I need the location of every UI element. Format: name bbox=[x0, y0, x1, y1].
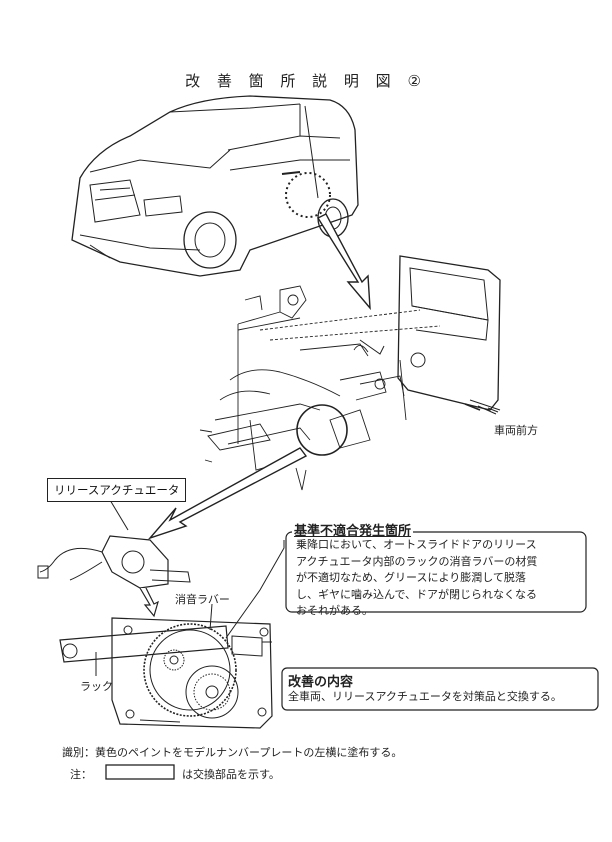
focus-circle bbox=[285, 172, 331, 218]
cause-line: し、ギヤに噛み込んで、ドアが閉じられなくなる bbox=[296, 587, 538, 601]
cause-heading: 基準不適合発生箇所 bbox=[292, 520, 414, 539]
page-title: 改 善 箇 所 説 明 図 ② bbox=[185, 72, 427, 90]
rack-label: ラック bbox=[80, 680, 113, 693]
replacement-part-legend-box bbox=[105, 764, 175, 780]
improvement-description: 全車両、リリースアクチュエータを対策品と交換する。 bbox=[288, 690, 562, 703]
arrow-van-door bbox=[316, 213, 371, 311]
sliding-door-illustration bbox=[359, 255, 501, 415]
cause-box-outline bbox=[285, 531, 587, 613]
cause-line: おそれがある。 bbox=[296, 604, 373, 617]
note-prefix: 注： bbox=[70, 768, 92, 781]
improvement-box-outline bbox=[281, 667, 599, 711]
cause-line: が不適切なため、グリースにより膨潤して脱落 bbox=[296, 571, 526, 584]
cause-line: 乗降口において、オートスライドドアのリリース bbox=[296, 538, 537, 551]
improvement-heading: 改善の内容 bbox=[288, 675, 354, 690]
vehicle-front-label: 車両前方 bbox=[494, 424, 538, 437]
silencer-rubber-label: 消音ラバー bbox=[175, 593, 230, 606]
actuator-illustration bbox=[37, 535, 191, 589]
door-mechanism-illustration bbox=[199, 285, 441, 491]
actuator-highlight-circle bbox=[296, 404, 348, 456]
cause-description: 乗降口において、オートスライドドアのリリース アクチュエータ内部のラックの消音ラ… bbox=[296, 537, 601, 620]
note-suffix: は交換部品を示す。 bbox=[182, 768, 280, 781]
van-illustration bbox=[71, 95, 359, 277]
actuator-internals-illustration bbox=[59, 617, 273, 729]
arrow-mechanism-actuator bbox=[147, 447, 308, 540]
cause-line: アクチュエータ内部のラックの消音ラバーの材質 bbox=[296, 554, 538, 568]
identification-note: 識別：黄色のペイントをモデルナンバープレートの左横に塗布する。 bbox=[62, 746, 403, 759]
release-actuator-label: リリースアクチュエータ bbox=[47, 478, 187, 502]
